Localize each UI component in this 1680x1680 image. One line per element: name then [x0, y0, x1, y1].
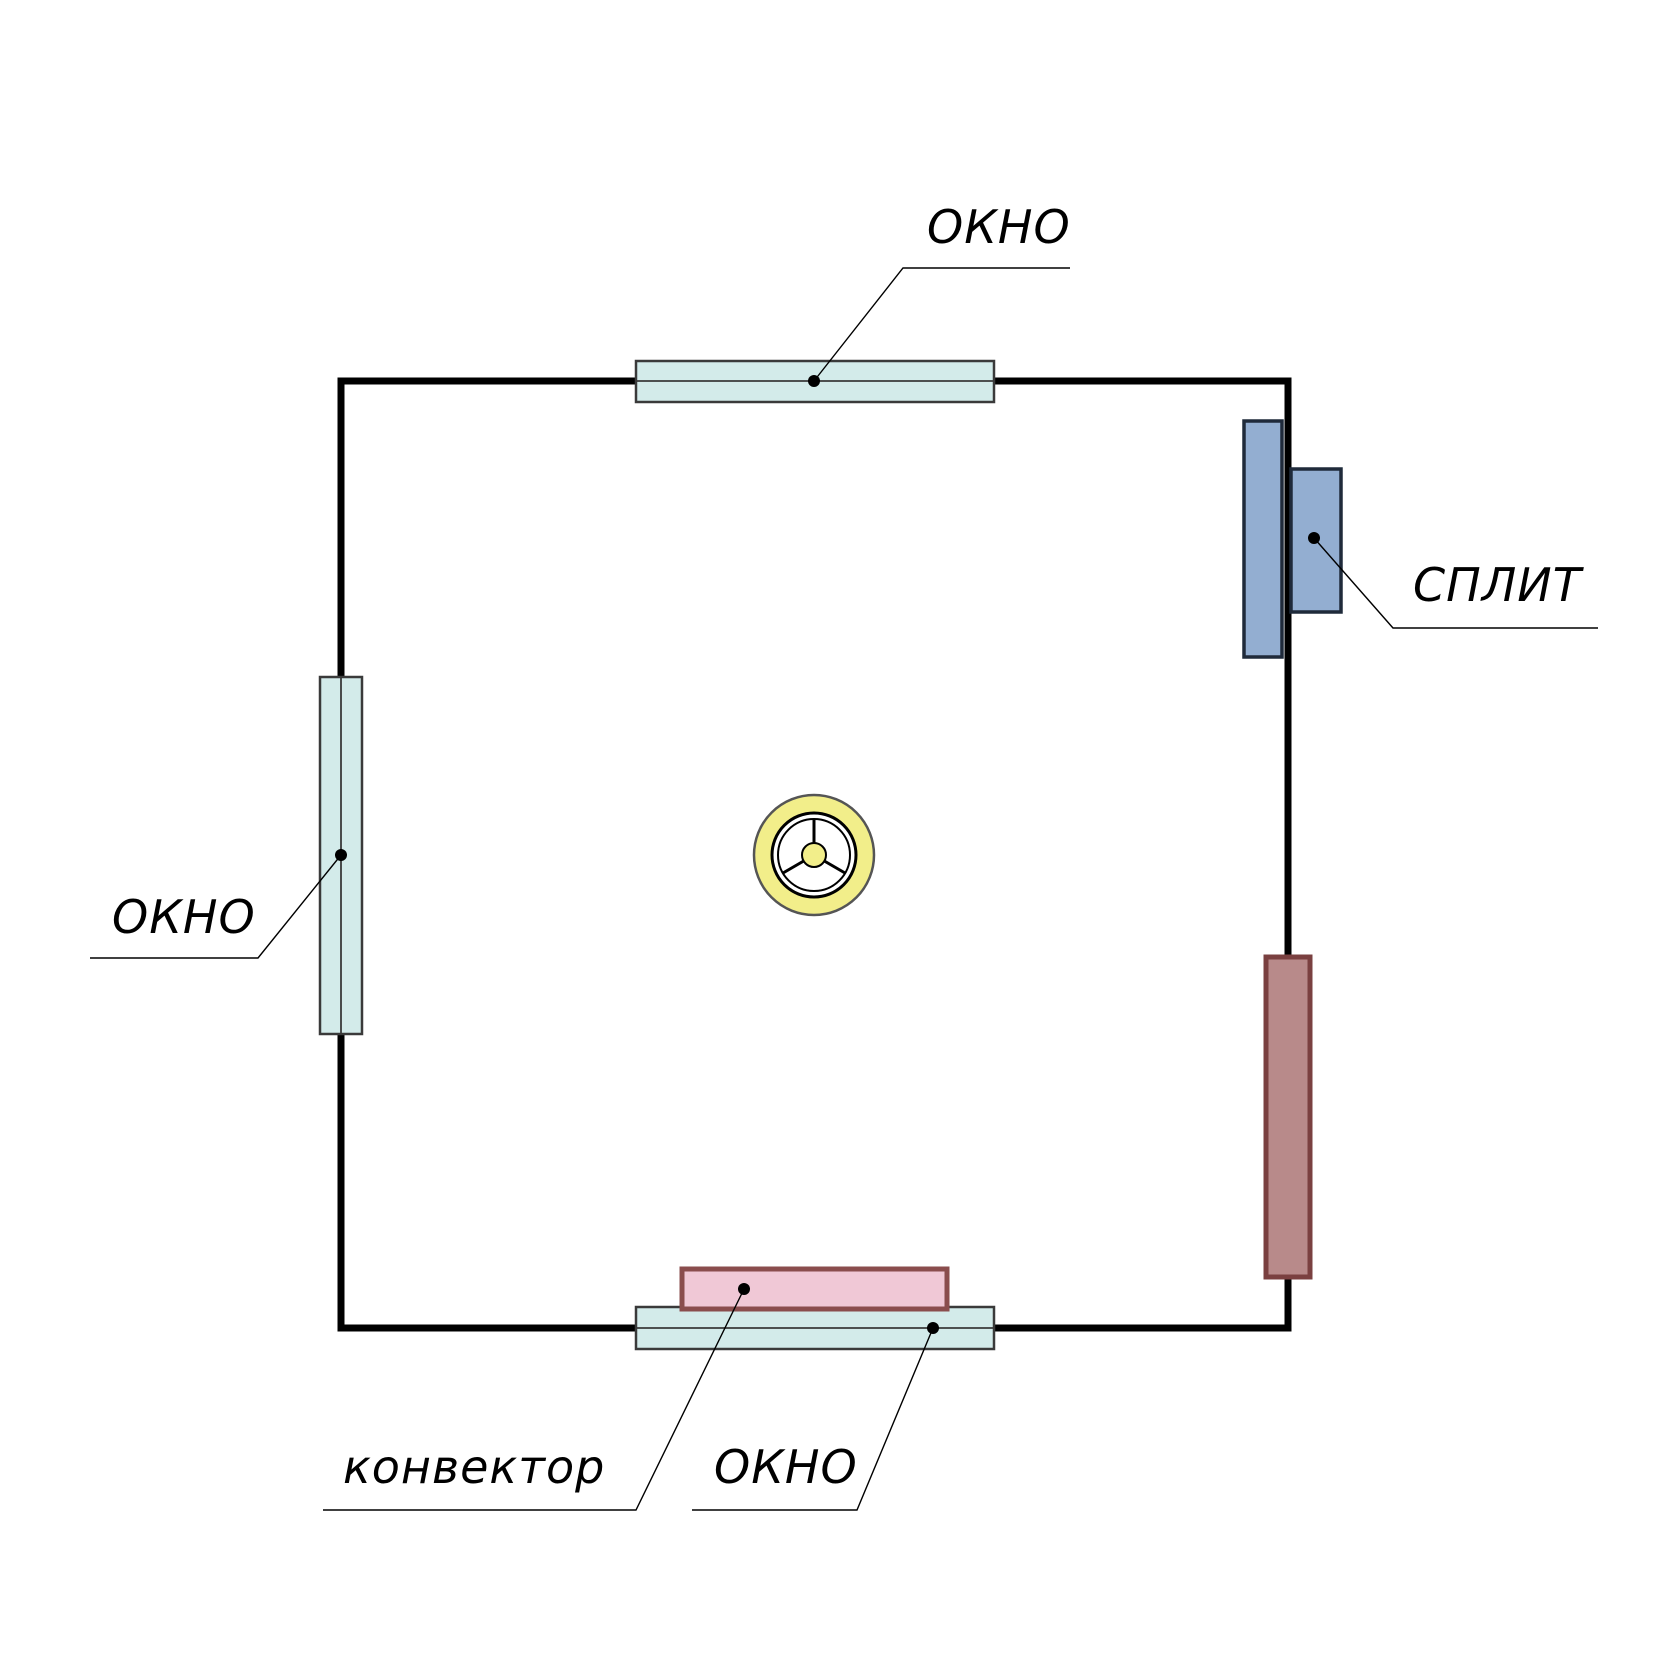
leader-split [1308, 532, 1598, 629]
window-bottom [634, 1305, 996, 1351]
split-indoor-unit [1242, 419, 1284, 659]
leader-left-window-line [90, 854, 342, 959]
leader-convector [323, 1283, 750, 1511]
leader-top-window-line [813, 267, 1070, 382]
label-left-window: ОКНО [112, 890, 256, 944]
label-top-window: ОКНО [927, 200, 1071, 254]
ceiling-lamp-icon [752, 793, 876, 917]
radiator-body [1263, 954, 1313, 1280]
leader-bottom-window [692, 1322, 939, 1511]
convector-body [679, 1266, 950, 1312]
convector [679, 1266, 950, 1312]
label-convector: конвектор [343, 1440, 605, 1494]
radiator-right-wall [1263, 954, 1313, 1280]
leader-convector-line [323, 1288, 745, 1511]
label-bottom-window: ОКНО [714, 1440, 858, 1494]
lamp-center-bulb [801, 842, 827, 868]
leader-bottom-window-line [692, 1327, 934, 1511]
leader-left-window [90, 849, 347, 959]
leader-top-window [808, 267, 1070, 387]
split-system [1242, 419, 1343, 659]
leader-split-line [1313, 537, 1598, 629]
label-split: СПЛИТ [1413, 558, 1585, 612]
